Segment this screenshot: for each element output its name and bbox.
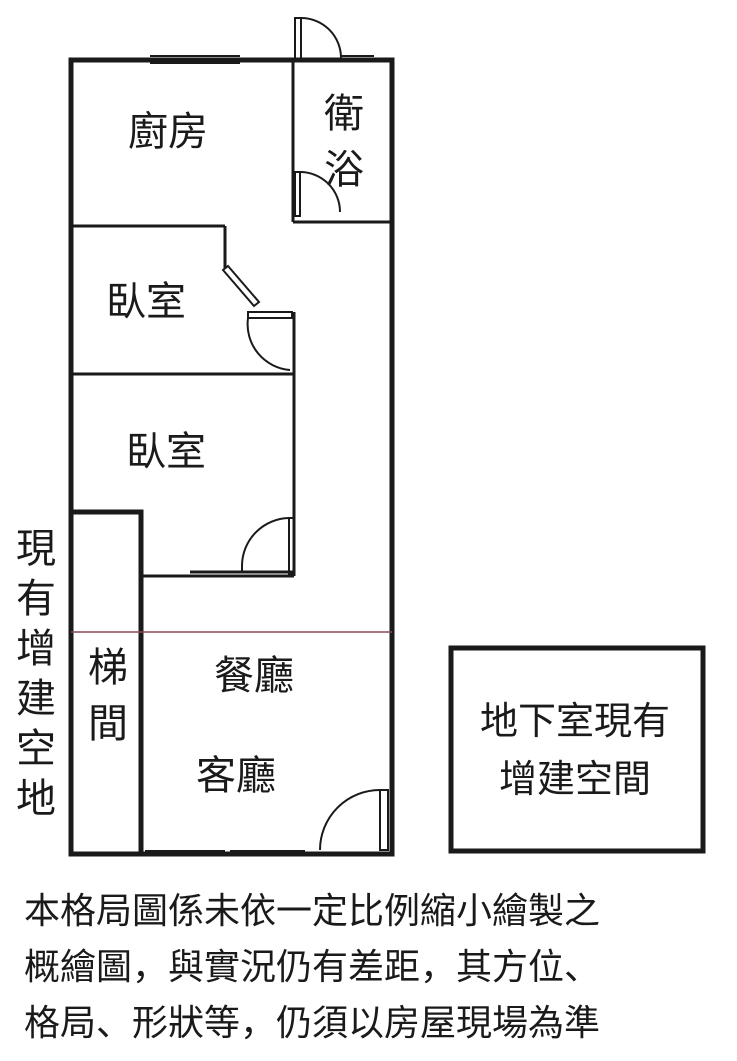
living-label: 客廳 (196, 753, 276, 799)
doors (221, 17, 389, 851)
bedroom1-door (221, 264, 293, 371)
floor-plan (68, 17, 706, 857)
bedroom-2-label: 臥室 (126, 429, 206, 475)
stairwell-outline (71, 509, 144, 854)
disclaimer-line-2: 概繪圖，與實況仍有差距，其方位、 (24, 947, 601, 988)
side-note-char-3: 增 (16, 626, 56, 672)
bathroom-label: 衛 浴 (322, 86, 366, 198)
dining-label: 餐廳 (214, 653, 294, 699)
disclaimer-text: 本格局圖係未依一定比例縮小繪製之 概繪圖，與實況仍有差距，其方位、 格局、形狀等… (24, 884, 724, 1052)
bathroom-char-2: 浴 (324, 147, 364, 193)
side-note-char-4: 建 (16, 676, 56, 722)
bathroom-char-1: 衛 (324, 91, 364, 137)
basement-line-2: 增建空間 (498, 757, 651, 801)
bathroom-exterior-door (294, 17, 342, 61)
side-note-char-6: 地 (16, 776, 56, 822)
bedroom-1-label: 臥室 (106, 279, 186, 325)
side-note-char-1: 現 (16, 526, 56, 572)
side-note-char-5: 空 (16, 726, 56, 772)
stairwell-label: 梯 間 (86, 640, 130, 752)
side-note-char-2: 有 (16, 576, 56, 622)
basement-addition-label: 地下室現有 增建空間 (455, 692, 695, 808)
disclaimer-line-1: 本格局圖係未依一定比例縮小繪製之 (24, 891, 601, 932)
stairwell-char-2: 間 (88, 701, 128, 747)
disclaimer-line-3: 格局、形狀等，仍須以房屋現場為準 (24, 1003, 601, 1044)
outer-wall (68, 57, 395, 857)
basement-line-1: 地下室現有 (479, 699, 670, 743)
existing-addition-note: 現 有 增 建 空 地 (14, 524, 58, 824)
entrance-door (319, 789, 389, 851)
kitchen-label: 廚房 (128, 109, 208, 155)
bedroom2-door (241, 517, 295, 575)
stairwell-walls (71, 509, 144, 854)
basement-addition-box (448, 645, 706, 854)
exterior-walls (68, 57, 395, 857)
stairwell-char-1: 梯 (88, 645, 128, 691)
bathroom-door (294, 171, 341, 217)
windows (145, 55, 374, 852)
